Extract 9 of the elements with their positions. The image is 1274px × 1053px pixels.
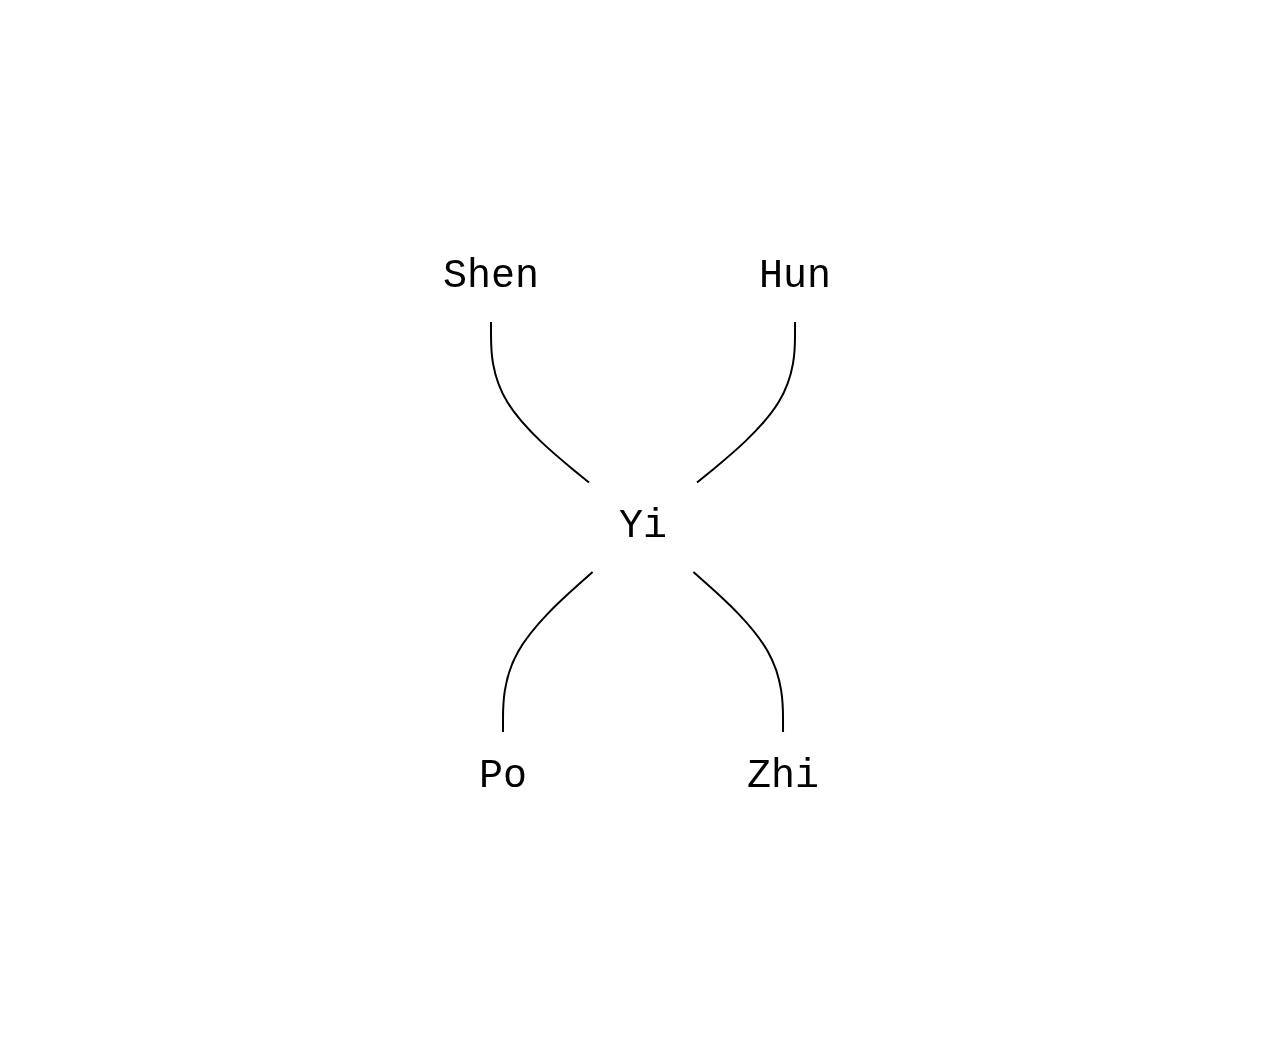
connector (696, 320, 796, 484)
connector (692, 570, 784, 733)
node-text: Po (478, 753, 527, 799)
node-text: Shen (442, 253, 539, 299)
node-text: Zhi (747, 753, 820, 799)
node-text: Hun (759, 253, 832, 299)
node-text: Yi (618, 503, 668, 549)
connector (502, 570, 594, 733)
connector (490, 320, 590, 484)
